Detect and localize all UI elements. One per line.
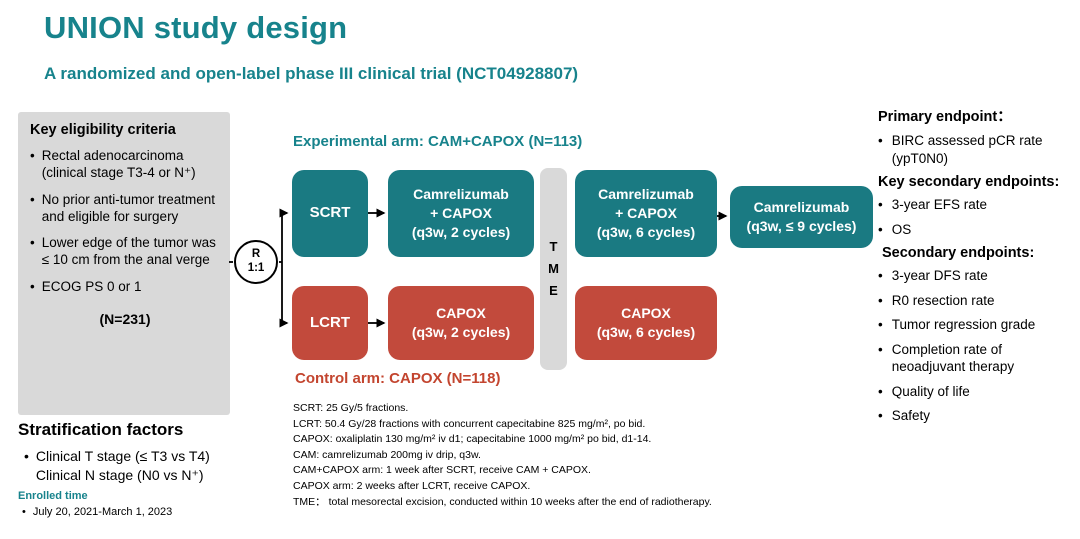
lcrt-box: LCRT: [292, 286, 368, 360]
control-arm-label: Control arm: CAPOX (N=118): [295, 370, 501, 387]
enrolled-time-items: July 20, 2021-March 1, 2023: [22, 505, 172, 519]
capox-6cycles-box: CAPOX (q3w, 6 cycles): [575, 286, 717, 360]
footnote: TME： total mesorectal excision, conducte…: [293, 495, 712, 508]
subtitle: A randomized and open-label phase III cl…: [44, 64, 579, 83]
endpoint-item: Tumor regression grade: [878, 316, 1076, 334]
cam-capox-2cycles-box: Camrelizumab + CAPOX (q3w, 2 cycles): [388, 170, 534, 257]
stratification-item: Clinical T stage (≤ T3 vs T4) Clinical N…: [24, 447, 244, 485]
randomization-node: R 1:1: [234, 240, 278, 284]
experimental-arm-label: Experimental arm: CAM+CAPOX (N=113): [293, 133, 583, 150]
primary-endpoint-heading: Primary endpoint：: [878, 109, 1012, 125]
endpoint-item: Completion rate of neoadjuvant therapy: [878, 341, 1076, 376]
footnote: LCRT: 50.4 Gy/28 fractions with concurre…: [293, 417, 646, 430]
cam-capox-6cycles-box: Camrelizumab + CAPOX (q3w, 6 cycles): [575, 170, 717, 257]
endpoint-item: Safety: [878, 407, 1076, 425]
eligibility-item: Lower edge of the tumor was ≤ 10 cm from…: [30, 234, 220, 269]
endpoint-item: OS: [878, 221, 1076, 239]
stratification-heading: Stratification factors: [18, 420, 184, 439]
secondary-endpoints-heading: Secondary endpoints:: [882, 245, 1035, 262]
tme-bar: T M E: [540, 168, 567, 370]
enrolled-time-item: July 20, 2021-March 1, 2023: [22, 505, 172, 519]
eligibility-panel: Key eligibility criteria Rectal adenocar…: [18, 112, 230, 415]
footnotes: SCRT: 25 Gy/5 fractions. LCRT: 50.4 Gy/2…: [293, 401, 868, 510]
eligibility-heading: Key eligibility criteria: [30, 122, 176, 138]
endpoint-item: Quality of life: [878, 383, 1076, 401]
key-secondary-endpoints-heading: Key secondary endpoints:: [878, 174, 1060, 191]
scrt-box: SCRT: [292, 170, 368, 257]
footnote: CAM: camrelizumab 200mg iv drip, q3w.: [293, 448, 481, 461]
eligibility-item: Rectal adenocarcinoma (clinical stage T3…: [30, 147, 220, 182]
endpoint-item: BIRC assessed pCR rate (ypT0N0): [878, 132, 1076, 167]
endpoint-item: 3-year DFS rate: [878, 267, 1076, 285]
page-title: UNION study design: [44, 10, 348, 45]
footnote: CAM+CAPOX arm: 1 week after SCRT, receiv…: [293, 464, 591, 477]
capox-2cycles-box: CAPOX (q3w, 2 cycles): [388, 286, 534, 360]
stratification-items: Clinical T stage (≤ T3 vs T4) Clinical N…: [24, 447, 244, 485]
endpoint-item: 3-year EFS rate: [878, 196, 1076, 214]
randomization-letter: R: [251, 248, 261, 261]
footnote: CAPOX: oxaliplatin 130 mg/m² iv d1; cape…: [293, 433, 652, 446]
randomization-ratio: 1:1: [247, 262, 265, 274]
enrolled-time-heading: Enrolled time: [18, 490, 88, 502]
endpoints-panel: Primary endpoint： BIRC assessed pCR rate…: [878, 103, 1076, 432]
footnote: CAPOX arm: 2 weeks after LCRT, receive C…: [293, 479, 531, 492]
eligibility-item: ECOG PS 0 or 1: [30, 278, 220, 295]
endpoint-item: R0 resection rate: [878, 292, 1076, 310]
camrelizumab-maintenance-box: Camrelizumab (q3w, ≤ 9 cycles): [730, 186, 873, 248]
footnote: SCRT: 25 Gy/5 fractions.: [293, 402, 409, 414]
eligibility-item: No prior anti-tumor treatment and eligib…: [30, 191, 220, 226]
eligibility-sample-size: (N=231): [99, 310, 151, 327]
